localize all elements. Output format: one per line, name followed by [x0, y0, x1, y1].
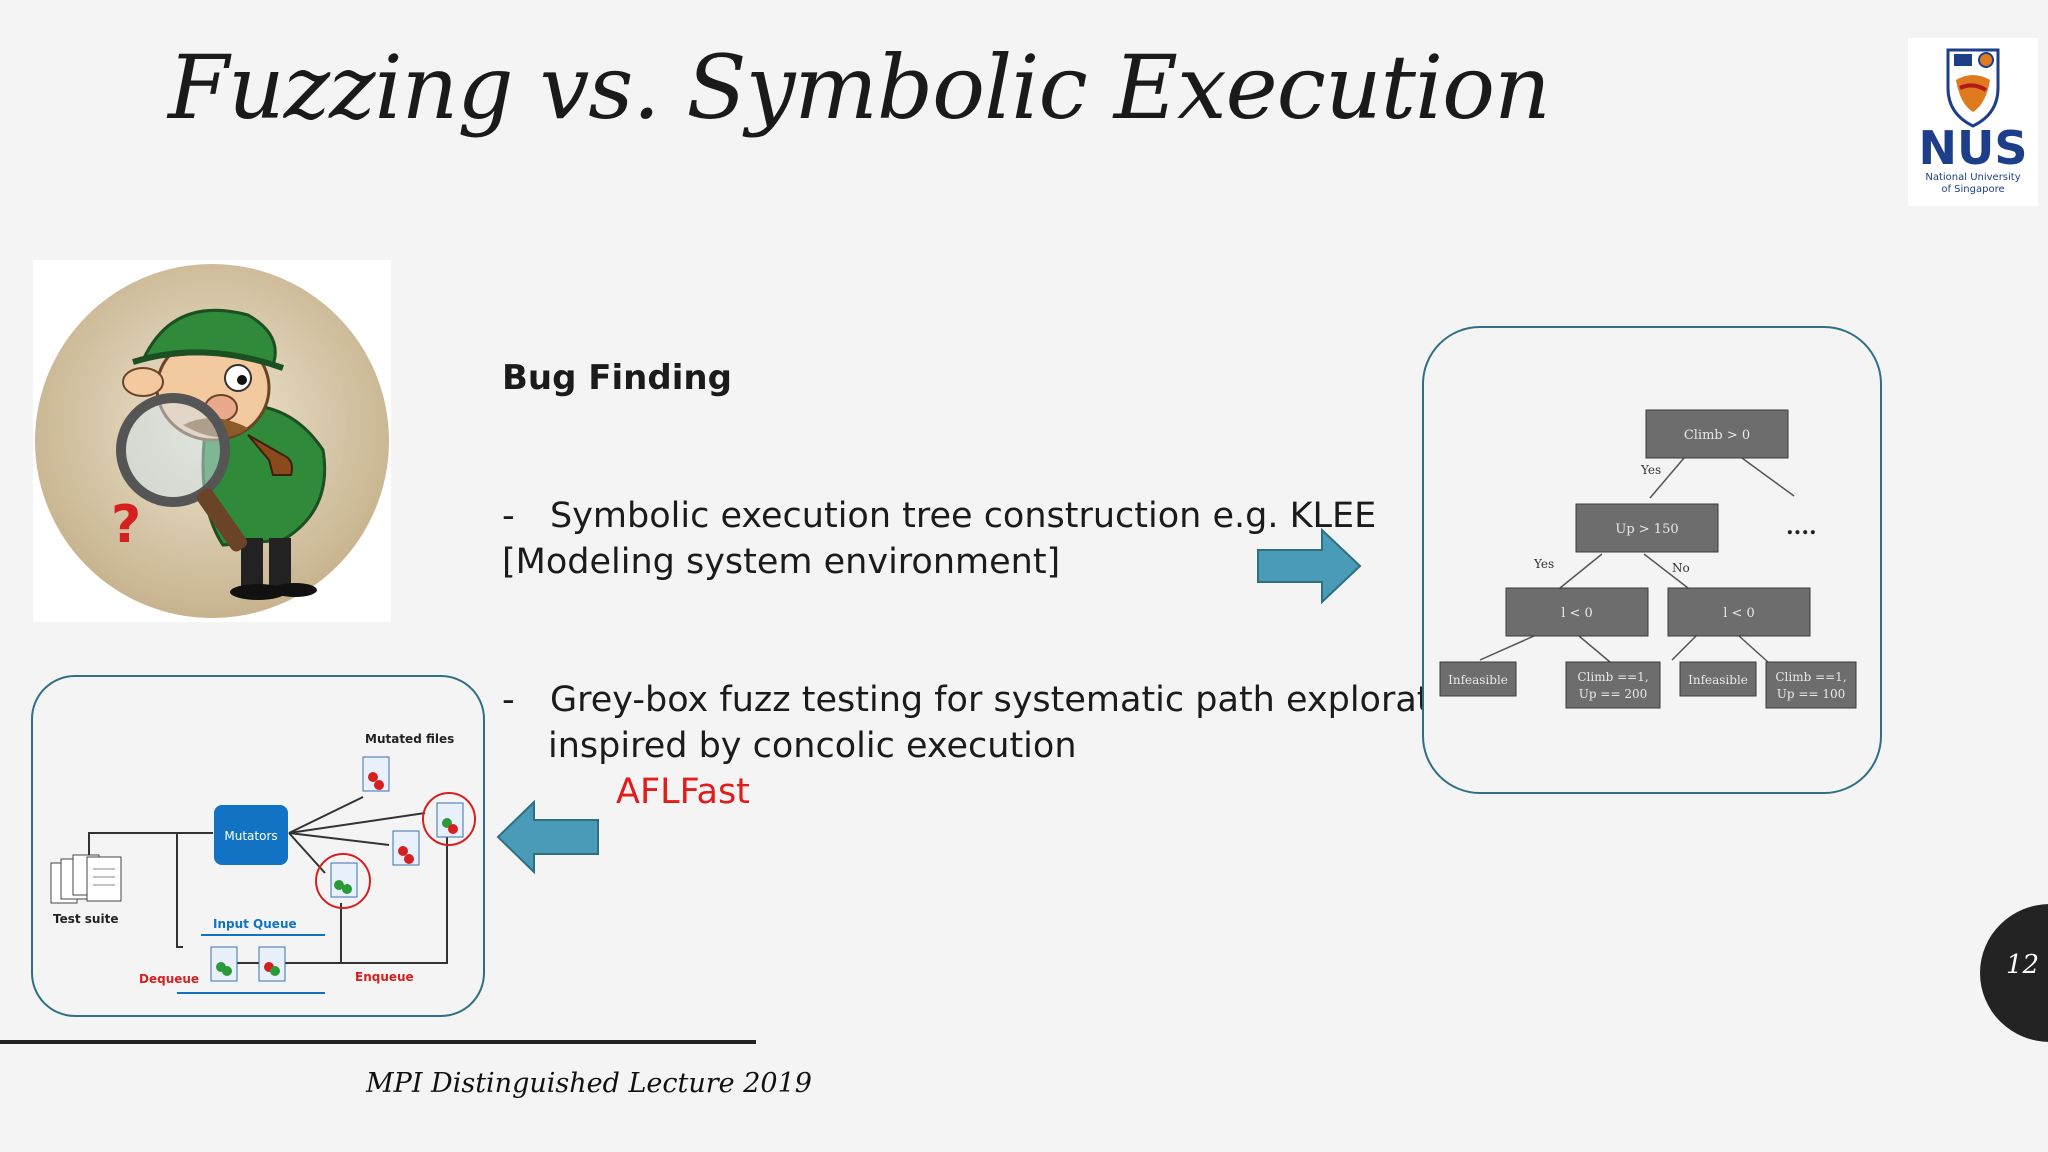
- bullet-2-line-2: inspired by concolic execution: [548, 726, 1077, 766]
- logo-subtitle-2: of Singapore: [1941, 184, 2004, 195]
- mutated-file-icon: [422, 792, 476, 846]
- page-number-badge: 12: [1980, 904, 2048, 1042]
- queue-file-icon: [210, 946, 238, 982]
- tree-root: Climb > 0: [1684, 428, 1750, 443]
- tree-leaf-3: Infeasible: [1688, 673, 1748, 687]
- footer-divider: [0, 1040, 756, 1044]
- tree-yes-1: Yes: [1640, 463, 1661, 477]
- bullet-1-line-1: Symbolic execution tree construction e.g…: [550, 496, 1377, 536]
- arrow-right-icon: [1257, 528, 1362, 604]
- bullet-2-dash: -: [502, 680, 515, 720]
- tree-no-2: No: [1672, 561, 1690, 575]
- enqueue-label: Enqueue: [355, 970, 414, 984]
- tree-leaf-4-line-1: Climb ==1,: [1775, 670, 1846, 684]
- section-heading: Bug Finding: [502, 358, 732, 398]
- bullet-1-dash: -: [502, 496, 515, 536]
- tree-yes-2: Yes: [1533, 557, 1554, 571]
- mutated-files-label: Mutated files: [365, 732, 454, 746]
- test-suite-icon: [50, 854, 122, 904]
- footer-text: MPI Distinguished Lecture 2019: [366, 1068, 812, 1099]
- arrow-left-icon: [496, 800, 599, 874]
- symbolic-tree-diagram: Climb > 0 Yes Up > 150 .... Yes No l < 0…: [1422, 326, 1882, 794]
- page-number: 12: [2006, 950, 2040, 980]
- tree-leaf-4-line-2: Up == 100: [1777, 687, 1845, 701]
- mutators-box: [214, 805, 288, 865]
- svg-text:?: ?: [111, 495, 141, 555]
- dequeue-label: Dequeue: [139, 972, 199, 986]
- tree-leaf-2-line-1: Climb ==1,: [1577, 670, 1648, 684]
- nus-crest-icon: NUS National University of Singapore: [1919, 48, 2028, 195]
- tree-node-up: Up > 150: [1615, 522, 1678, 537]
- mutators-label: Mutators: [224, 829, 277, 843]
- tree-node-left: l < 0: [1561, 606, 1593, 621]
- tree-leaf-1: Infeasible: [1448, 673, 1508, 687]
- mutated-file-icon: [362, 756, 390, 792]
- nus-logo: NUS National University of Singapore: [1908, 38, 2038, 206]
- input-queue-label: Input Queue: [213, 917, 297, 931]
- bullet-2-line-1: Grey-box fuzz testing for systematic pat…: [550, 680, 1484, 720]
- bullet-1-line-2: [Modeling system environment]: [502, 542, 1061, 582]
- mutated-file-icon: [392, 830, 420, 866]
- queue-file-icon: [258, 946, 286, 982]
- logo-subtitle-1: National University: [1925, 172, 2020, 183]
- tree-node-right: l < 0: [1723, 606, 1755, 621]
- slide-title: Fuzzing vs. Symbolic Execution: [168, 36, 1551, 139]
- logo-text: NUS: [1919, 121, 2028, 175]
- fuzzing-diagram: Test suite Mutators Mutated files: [31, 675, 485, 1017]
- tree-leaf-2-line-2: Up == 200: [1579, 687, 1647, 701]
- mutated-file-icon: [315, 853, 371, 909]
- test-suite-label: Test suite: [53, 912, 118, 926]
- aflfast-label: AFLFast: [616, 772, 750, 812]
- detective-illustration: ?: [33, 260, 391, 622]
- tree-ellipsis: ....: [1786, 514, 1817, 540]
